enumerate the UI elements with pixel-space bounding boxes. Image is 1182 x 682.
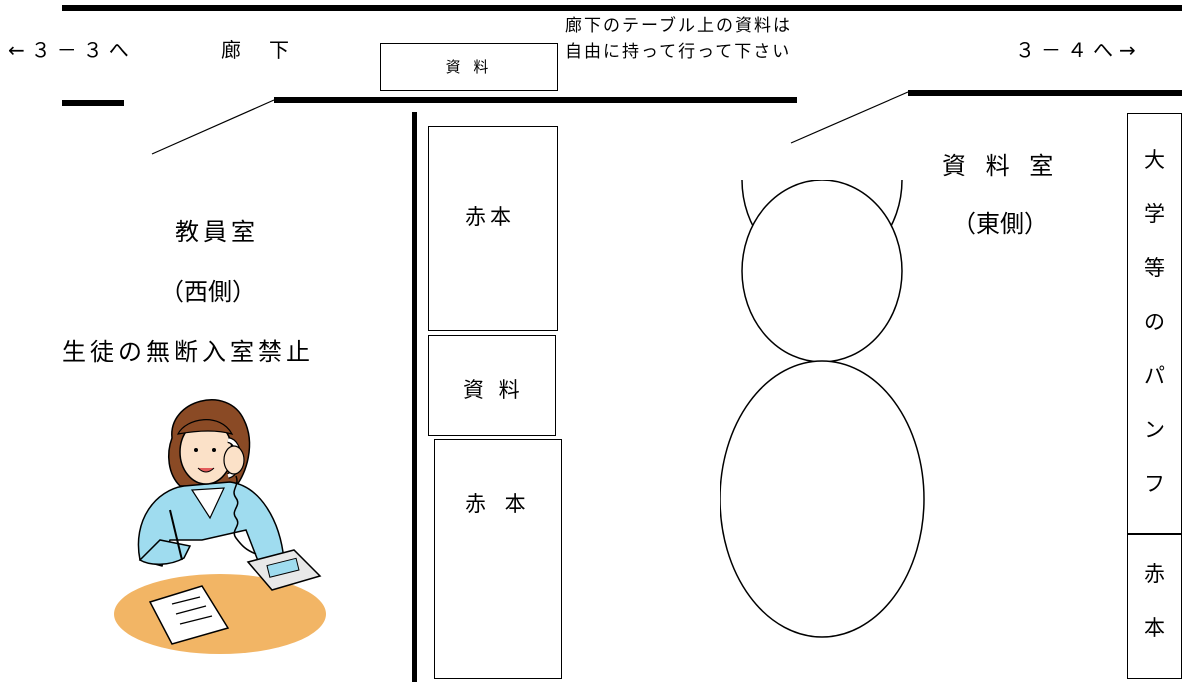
akahon-char: 赤 — [1144, 562, 1165, 586]
akahon-rack-label: 赤 本 — [1128, 547, 1181, 655]
round-tables — [720, 180, 925, 638]
wall-segment-west-short — [62, 100, 124, 106]
shelf-label: 資 料 — [463, 378, 524, 402]
staff-room-rule: 生徒の無断入室禁止 — [62, 338, 314, 366]
hallway-notice-line2: 自由に持って行って下さい — [565, 42, 792, 62]
resource-room-name: 資 料 室 — [942, 152, 1060, 180]
pamphlet-char: ン — [1144, 418, 1165, 442]
hallway-table-label: 資 料 — [445, 58, 493, 76]
shelf-label: 赤 本 — [465, 492, 532, 516]
akahon-char: 本 — [1144, 616, 1165, 640]
hallway-label: 廊 下 — [221, 38, 293, 62]
shelf-akahon-upper: 赤本 — [428, 126, 558, 331]
wall-segment-east — [908, 90, 1182, 96]
pamphlet-char: パ — [1144, 364, 1165, 388]
akahon-rack-east: 赤 本 — [1127, 534, 1182, 679]
pamphlet-char: フ — [1144, 472, 1165, 496]
partition-wall — [412, 112, 417, 682]
door-swing-west — [151, 99, 275, 155]
round-table-large — [720, 360, 925, 638]
nav-to-3-3[interactable]: ←３－３へ — [8, 38, 135, 62]
teacher-on-phone-illustration — [114, 399, 326, 654]
pamphlet-char: 学 — [1144, 202, 1165, 226]
pamphlet-char: 等 — [1144, 256, 1165, 280]
resource-room-side: （東側） — [952, 210, 1048, 238]
pamphlet-char: 大 — [1144, 148, 1165, 172]
shelf-label: 赤本 — [465, 205, 515, 229]
round-table-small — [741, 180, 903, 363]
pamphlet-rack-label: 大 学 等 の パ ン フ — [1128, 133, 1181, 511]
staff-room-side: （西側） — [160, 278, 256, 306]
shelf-akahon-lower: 赤 本 — [434, 439, 562, 679]
hallway-table: 資 料 — [380, 43, 558, 91]
door-swing-east — [790, 91, 909, 144]
wall-segment-center — [274, 97, 797, 103]
hallway-notice-line1: 廊下のテーブル上の資料は — [565, 16, 792, 36]
shelf-materials: 資 料 — [428, 335, 556, 436]
hallway-top-wall — [62, 5, 1182, 11]
pamphlet-char: の — [1144, 310, 1165, 334]
paper — [148, 585, 230, 645]
staff-room-name: 教員室 — [175, 218, 259, 246]
nav-to-3-4[interactable]: ３－４へ→ — [1015, 38, 1142, 62]
pamphlet-rack: 大 学 等 の パ ン フ — [1127, 113, 1182, 534]
